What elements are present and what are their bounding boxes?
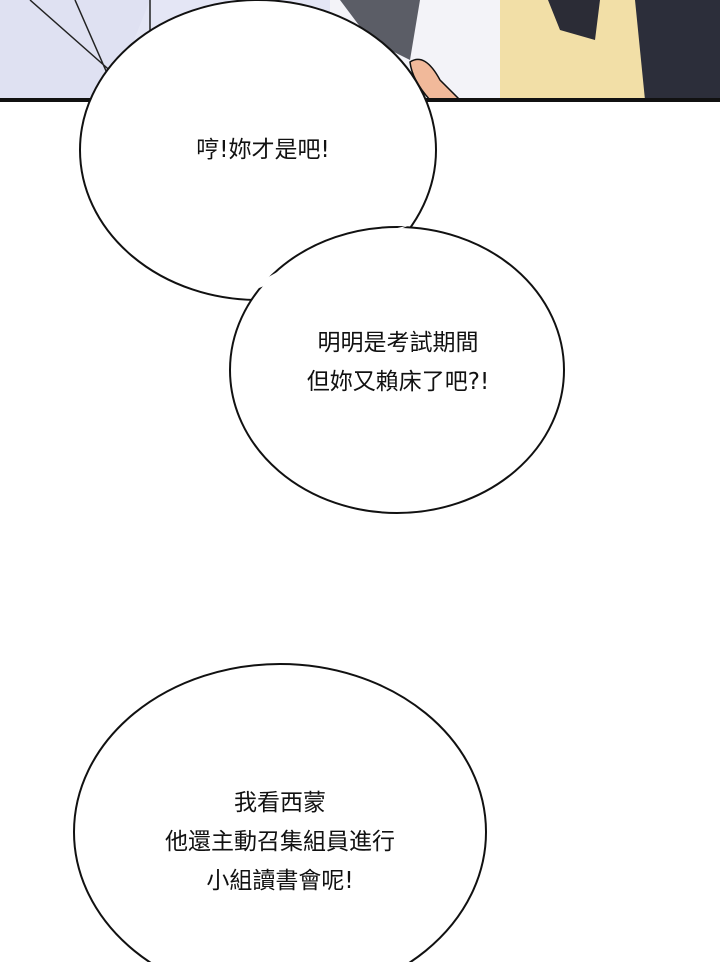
speech-bubble-1: 哼!妳才是吧! <box>196 131 329 170</box>
speech-bubble-3: 我看西蒙 他還主動召集組員進行 小組讀書會呢! <box>165 784 395 901</box>
speech-bubble-2-shape <box>229 226 565 514</box>
speech-bubble-3-shape <box>73 663 487 962</box>
bubble-line: 哼!妳才是吧! <box>196 137 330 163</box>
bubble-line: 他還主動召集組員進行 <box>165 829 395 855</box>
bubble-line: 但妳又賴床了吧?! <box>306 369 490 395</box>
bubble-line: 小組讀書會呢! <box>206 868 354 894</box>
bubble-line: 明明是考試期間 <box>317 330 479 356</box>
speech-bubble-shapes <box>73 0 565 962</box>
bubble-line: 我看西蒙 <box>234 790 326 816</box>
speech-bubble-2: 明明是考試期間 但妳又賴床了吧?! <box>307 324 489 402</box>
